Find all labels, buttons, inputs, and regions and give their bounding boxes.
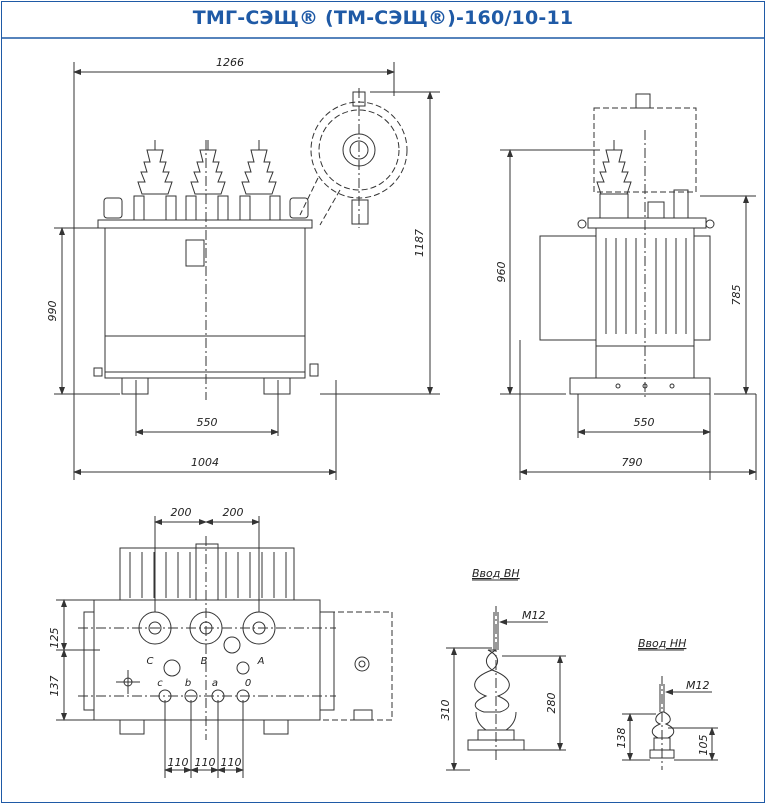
dim-110-c: 110 xyxy=(221,756,242,769)
hv-label-a: A xyxy=(257,656,265,667)
dim-138: 138 xyxy=(615,728,628,749)
dim-1004: 1004 xyxy=(191,456,219,469)
dim-990: 990 xyxy=(46,301,59,322)
title-bar: ТМГ-СЭЩ® (ТМ-СЭЩ®)-160/10-11 xyxy=(1,1,765,37)
lv-bushing-detail xyxy=(622,649,718,770)
top-radiators xyxy=(119,543,295,601)
side-base xyxy=(569,377,711,395)
front-dimensions xyxy=(54,62,440,480)
lv-bushings-front xyxy=(133,195,281,221)
dim-550-front: 550 xyxy=(197,416,218,429)
dim-310: 310 xyxy=(439,700,452,721)
top-view xyxy=(56,516,393,778)
hv-thread: M12 xyxy=(522,609,546,622)
dim-790: 790 xyxy=(622,456,643,469)
lv-thread: M12 xyxy=(686,679,710,692)
dim-110-b: 110 xyxy=(195,756,216,769)
dim-550-side: 550 xyxy=(634,416,655,429)
side-view xyxy=(500,93,757,480)
dim-960: 960 xyxy=(495,262,508,283)
dim-137: 137 xyxy=(48,676,61,697)
dim-200-a: 200 xyxy=(171,506,192,519)
drawing-title: ТМГ-СЭЩ® (ТМ-СЭЩ®)-160/10-11 xyxy=(192,7,574,29)
side-dimensions xyxy=(500,149,757,480)
lv-bushing-title: Ввод НН xyxy=(638,637,686,650)
hv-label-c: C xyxy=(147,656,154,667)
top-dimensions xyxy=(56,516,260,778)
side-radiator-left xyxy=(539,235,597,341)
conservator-front xyxy=(299,101,408,226)
hv-bushings-front xyxy=(137,140,277,195)
dim-200-b: 200 xyxy=(223,506,244,519)
lv-label-b: b xyxy=(185,678,191,689)
dim-280: 280 xyxy=(545,693,558,714)
front-tank xyxy=(104,227,306,379)
dim-105: 105 xyxy=(697,735,710,756)
lv-label-a: a xyxy=(212,678,218,689)
lv-label-0: 0 xyxy=(245,678,251,689)
dim-1187: 1187 xyxy=(413,229,426,257)
dim-110-a: 110 xyxy=(168,756,189,769)
hv-bushing-detail xyxy=(446,579,566,771)
hv-bushing-title: Ввод ВН xyxy=(472,567,520,580)
dim-785: 785 xyxy=(730,285,743,306)
dim-1266: 1266 xyxy=(216,56,244,69)
side-fins xyxy=(605,238,687,334)
lv-label-c: c xyxy=(157,678,163,689)
hv-label-b: B xyxy=(201,656,208,667)
nameplate xyxy=(185,239,205,267)
front-view xyxy=(54,62,440,480)
dim-125: 125 xyxy=(48,628,61,649)
